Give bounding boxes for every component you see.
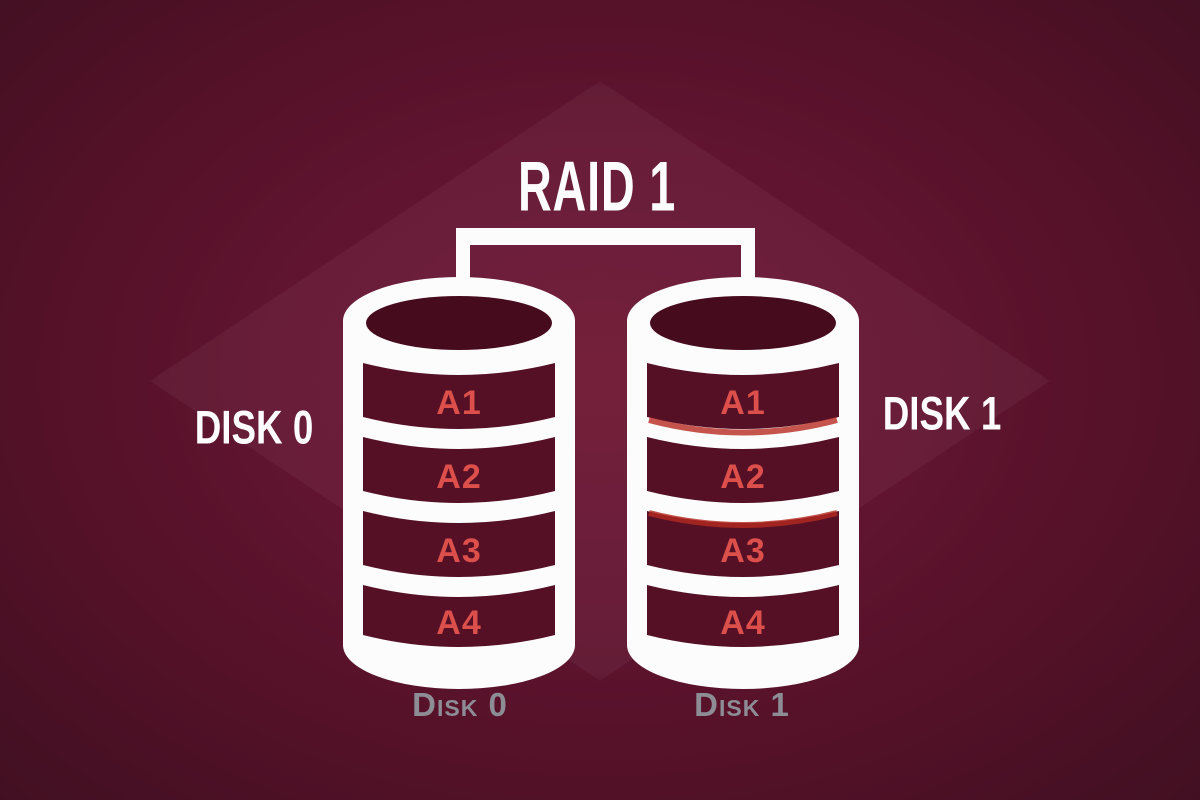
disk-segment (363, 585, 555, 647)
cylinder-top-opening (650, 296, 836, 350)
disk-cylinder-icon-right: A1 A2 A3 A4 (627, 277, 859, 689)
raid-title: RAID 1 (517, 146, 677, 227)
segment-label: A2 (436, 458, 481, 496)
disk-segment (363, 511, 555, 577)
disk-segment (647, 363, 839, 429)
disk-side-label-right: DISK 1 (882, 387, 1002, 440)
segment-label: A2 (720, 458, 765, 496)
disk-cylinder-icon-left: A1 A2 A3 A4 (343, 277, 575, 689)
disk-side-label-left: DISK 0 (194, 401, 314, 454)
segment-label: A4 (720, 604, 765, 642)
disk-bottom-label-left: Disk 0 (412, 686, 508, 723)
cylinder-top-opening (366, 296, 552, 350)
disk-segment (363, 437, 555, 503)
disk-segment (363, 363, 555, 429)
segment-label: A1 (436, 384, 481, 422)
disk-segment (647, 437, 839, 503)
segment-label: A3 (720, 532, 765, 570)
bracket-horizontal-bar (456, 228, 755, 245)
mirror-highlight-arc (648, 417, 838, 436)
disk-bottom-label-right: Disk 1 (694, 686, 790, 723)
segment-label: A1 (720, 384, 765, 422)
mirror-highlight-arc (648, 510, 838, 528)
segment-label: A4 (436, 604, 481, 642)
disk-segment (647, 585, 839, 647)
disk-segment (647, 511, 839, 577)
segment-label: A3 (436, 532, 481, 570)
